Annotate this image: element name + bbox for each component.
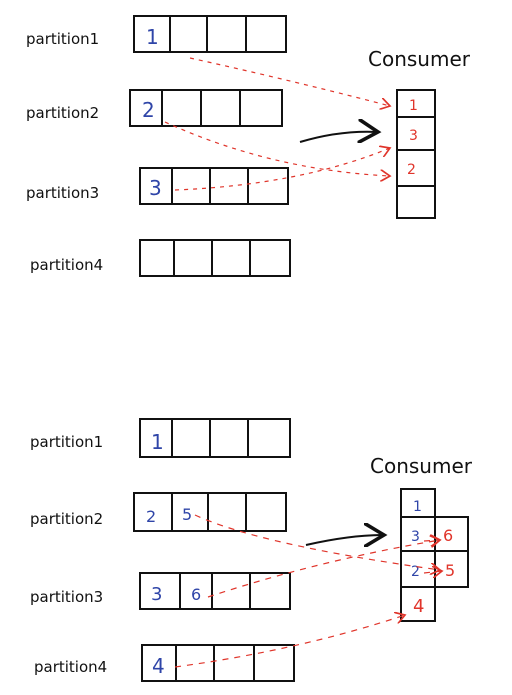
bottom-partition-label-1: partition1 — [30, 433, 103, 451]
bottom-main-arrow — [305, 535, 384, 545]
top-partition-label-4: partition4 — [30, 256, 103, 274]
bottom-partition-label-3: partition3 — [30, 588, 103, 606]
top-partition1-box — [133, 15, 287, 53]
top-p2-cell-1: 2 — [142, 98, 155, 122]
bottom-p3-cell-2: 6 — [191, 585, 201, 604]
bottom-p3-cell-1: 3 — [151, 584, 162, 605]
bottom-consumer-left-2: 3 — [411, 529, 420, 545]
bottom-consumer-label: Consumer — [370, 454, 473, 478]
top-consumer-label: Consumer — [368, 47, 471, 71]
top-arrow-p3 — [174, 148, 390, 191]
bottom-p4-cell-1: 4 — [152, 654, 165, 678]
bottom-partition-label-4: partition4 — [34, 658, 107, 676]
bottom-arrow-p3 — [207, 540, 440, 598]
bottom-consumer-right-1: 6 — [443, 526, 453, 545]
top-diagram: Consumer partition1 partition2 partition… — [26, 15, 471, 277]
bottom-partition2-box — [133, 492, 287, 532]
bottom-consumer-left-3: 2 — [411, 564, 420, 580]
bottom-p1-cell-1: 1 — [151, 430, 164, 454]
top-partition-label-3: partition3 — [26, 184, 99, 202]
bottom-arrow-p4 — [174, 615, 405, 668]
top-consumer-box — [396, 89, 436, 219]
bottom-p2-cell-2: 5 — [182, 505, 192, 524]
top-partition-label-1: partition1 — [26, 30, 99, 48]
bottom-arrow-to-6 — [423, 540, 440, 541]
top-consumer-cell-1: 1 — [409, 98, 418, 114]
top-partition4-box — [139, 239, 291, 277]
top-partition2-box — [129, 89, 283, 127]
bottom-consumer-right-2: 5 — [445, 561, 455, 580]
top-arrow-p2 — [164, 121, 390, 176]
top-partition-label-2: partition2 — [26, 104, 99, 122]
top-main-arrow — [299, 132, 378, 142]
bottom-partition3-box — [139, 572, 291, 610]
bottom-partition-label-2: partition2 — [30, 510, 103, 528]
bottom-diagram: Consumer partition1 partition2 partition… — [30, 418, 473, 682]
top-p1-cell-1: 1 — [146, 25, 159, 49]
bottom-arrow-to-5 — [423, 571, 442, 573]
top-p3-cell-1: 3 — [149, 176, 162, 200]
bottom-consumer-left-1: 1 — [413, 499, 422, 515]
bottom-partition4-box — [141, 644, 295, 682]
top-partition3-box — [139, 167, 289, 205]
top-consumer-cell-2: 3 — [409, 128, 418, 144]
bottom-consumer-left-4: 4 — [413, 596, 424, 617]
top-consumer-cell-3: 2 — [407, 162, 416, 178]
bottom-partition1-box — [139, 418, 291, 458]
bottom-consumer-right-column — [434, 516, 469, 588]
bottom-p2-cell-1: 2 — [146, 507, 156, 526]
bottom-arrow-p2 — [194, 514, 440, 570]
top-arrow-p1 — [189, 57, 390, 106]
